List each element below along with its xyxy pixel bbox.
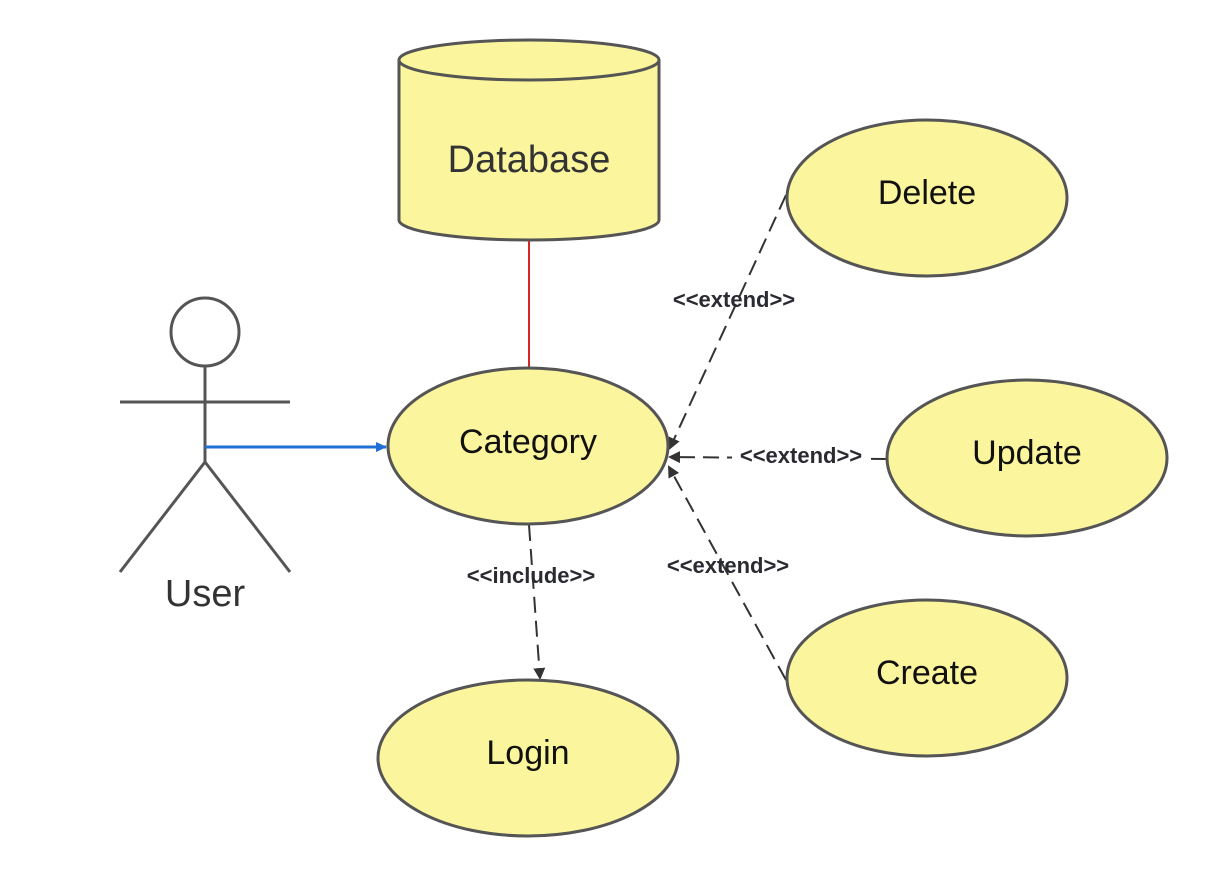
use-case-create: Create (785, 598, 1069, 758)
extend-create-arrow (668, 465, 787, 681)
database-label: Database (448, 139, 611, 181)
extend-update-label-bg (732, 441, 870, 471)
use-case-login: Login (376, 678, 680, 838)
extend-delete-arrow (668, 194, 787, 450)
actor-head (169, 296, 241, 368)
use-case-delete-label: Delete (878, 174, 976, 212)
extend-delete-label: <<extend>> (673, 287, 795, 312)
use-case-update: Update (885, 378, 1169, 538)
user-actor: User (118, 296, 292, 615)
use-case-create-label: Create (876, 654, 978, 692)
include-label: <<include>> (467, 563, 595, 588)
database-node: Database (397, 38, 661, 242)
use-case-update-label: Update (972, 434, 1082, 472)
actor-right-leg (203, 461, 292, 573)
extend-create-label: <<extend>> (667, 553, 789, 578)
use-case-delete: Delete (785, 118, 1069, 278)
include-login-arrow (528, 524, 546, 680)
extend-update-label: <<extend>> (740, 443, 862, 468)
use-case-category-label: Category (459, 423, 597, 461)
use-case-category: Category (386, 366, 670, 526)
actor-left-leg (118, 461, 207, 573)
use-case-login-label: Login (486, 734, 569, 772)
actor-label: User (165, 573, 246, 615)
